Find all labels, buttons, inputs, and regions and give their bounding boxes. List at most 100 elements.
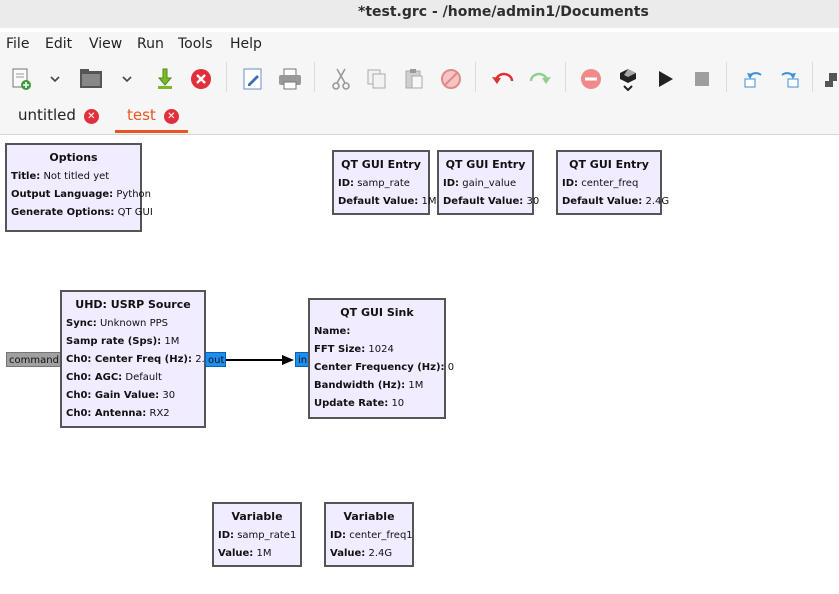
qt-gui-entry-center-freq[interactable]: QT GUI Entry ID: center_freq Default Val… xyxy=(556,150,669,215)
param-value: 1M xyxy=(164,336,180,347)
generate-icon[interactable] xyxy=(615,66,641,92)
param-value: QT GUI xyxy=(117,207,153,218)
qt-gui-entry-samp-rate[interactable]: QT GUI Entry ID: samp_rate Default Value… xyxy=(332,150,436,215)
redo-icon[interactable] xyxy=(527,66,553,92)
connection-arrow[interactable] xyxy=(226,352,296,368)
window-title: *test.grc - /home/admin1/Documents xyxy=(358,4,649,20)
menu-run[interactable]: Run xyxy=(137,36,164,52)
usrp-out-port[interactable]: out xyxy=(205,352,226,367)
variable-samp-rate1[interactable]: Variable ID: samp_rate1 Value: 1M xyxy=(212,502,302,567)
rotate-ccw-icon[interactable] xyxy=(740,66,766,92)
param-value: 1M xyxy=(256,548,272,559)
title-bar: *test.grc - /home/admin1/Documents xyxy=(0,0,839,28)
active-tab-indicator xyxy=(115,130,188,133)
block-param: Update Rate: 10 xyxy=(310,395,444,413)
param-key: Default Value: xyxy=(443,196,524,207)
param-key: ID: xyxy=(330,530,347,541)
dropdown-icon[interactable] xyxy=(114,66,140,92)
dropdown-icon[interactable] xyxy=(42,66,68,92)
param-key: Update Rate: xyxy=(314,398,389,409)
block-param: ID: samp_rate1 xyxy=(214,527,300,545)
block-param: Value: 2.4G xyxy=(326,545,412,563)
variable-center-freq1[interactable]: Variable ID: center_freq1 Value: 2.4G xyxy=(324,502,414,567)
param-value: RX2 xyxy=(149,408,170,419)
rotate-cw-icon[interactable] xyxy=(777,66,803,92)
more-icon[interactable] xyxy=(818,66,839,92)
menu-view[interactable]: View xyxy=(89,36,123,52)
param-value: Unknown PPS xyxy=(99,318,168,329)
block-param: Value: 1M xyxy=(214,545,300,563)
block-param: Ch0: Antenna: RX2 xyxy=(62,405,204,423)
qt-gui-entry-gain-value[interactable]: QT GUI Entry ID: gain_value Default Valu… xyxy=(437,150,539,215)
block-title: QT GUI Sink xyxy=(340,306,414,319)
block-param: ID: center_freq1 xyxy=(326,527,413,545)
close-icon[interactable] xyxy=(188,66,214,92)
undo-icon[interactable] xyxy=(490,66,516,92)
block-param: Generate Options: QT GUI xyxy=(7,204,153,222)
param-value: samp_rate1 xyxy=(237,530,297,541)
block-param: Default Value: 1M xyxy=(334,193,436,211)
param-key: ID: xyxy=(562,178,579,189)
close-icon[interactable]: ✕ xyxy=(163,109,179,124)
tab-untitled[interactable]: untitled ✕ xyxy=(18,106,99,124)
tab-label: test xyxy=(127,106,156,124)
print-icon[interactable] xyxy=(277,66,303,92)
tab-bar: untitled ✕ test ✕ xyxy=(0,100,839,135)
run-icon[interactable] xyxy=(652,66,678,92)
delete-icon[interactable] xyxy=(438,66,464,92)
cut-icon[interactable] xyxy=(328,66,354,92)
block-param: Center Frequency (Hz): 0 xyxy=(310,359,454,377)
save-icon[interactable] xyxy=(152,66,178,92)
param-value: 0 xyxy=(447,362,455,373)
block-title: QT GUI Entry xyxy=(341,158,421,171)
param-value: Not titled yet xyxy=(43,171,110,182)
tab-test[interactable]: test ✕ xyxy=(127,106,179,124)
paste-icon[interactable] xyxy=(401,66,427,92)
disable-icon[interactable] xyxy=(578,66,604,92)
block-param: Title: Not titled yet xyxy=(7,168,140,186)
param-key: Ch0: Center Freq (Hz): xyxy=(66,354,192,365)
param-key: Center Frequency (Hz): xyxy=(314,362,445,373)
block-param: ID: samp_rate xyxy=(334,175,428,193)
menu-file[interactable]: File xyxy=(6,36,30,52)
param-key: Generate Options: xyxy=(11,207,115,218)
new-icon[interactable] xyxy=(8,66,34,92)
tab-label: untitled xyxy=(18,106,76,124)
param-key: Ch0: AGC: xyxy=(66,372,123,383)
param-key: ID: xyxy=(443,178,460,189)
menu-tools[interactable]: Tools xyxy=(178,36,213,52)
param-value: center_freq xyxy=(581,178,639,189)
flowgraph-canvas[interactable]: Options Title: Not titled yet Output Lan… xyxy=(0,135,839,594)
copy-icon[interactable] xyxy=(364,66,390,92)
close-icon[interactable]: ✕ xyxy=(83,109,99,124)
menu-help[interactable]: Help xyxy=(230,36,262,52)
param-key: Title: xyxy=(11,171,41,182)
param-key: Value: xyxy=(330,548,366,559)
param-key: Sync: xyxy=(66,318,97,329)
block-param: Samp rate (Sps): 1M xyxy=(62,333,204,351)
block-param: ID: center_freq xyxy=(558,175,660,193)
param-value: samp_rate xyxy=(357,178,410,189)
usrp-source-block[interactable]: UHD: USRP Source Sync: Unknown PPS Samp … xyxy=(60,290,219,428)
open-icon[interactable] xyxy=(78,66,104,92)
block-param: Sync: Unknown PPS xyxy=(62,315,204,333)
options-block[interactable]: Options Title: Not titled yet Output Lan… xyxy=(5,143,153,232)
qt-gui-sink-block[interactable]: QT GUI Sink Name: FFT Size: 1024 Center … xyxy=(308,298,454,419)
edit-icon[interactable] xyxy=(240,66,266,92)
param-key: Ch0: Gain Value: xyxy=(66,390,160,401)
block-param: Ch0: AGC: Default xyxy=(62,369,204,387)
param-key: Bandwidth (Hz): xyxy=(314,380,406,391)
block-param: Name: xyxy=(310,323,444,341)
param-value: 10 xyxy=(391,398,405,409)
usrp-command-port[interactable]: command xyxy=(6,352,61,367)
param-value: center_freq1 xyxy=(349,530,413,541)
param-value: Python xyxy=(116,189,152,200)
param-value: 2.4G xyxy=(368,548,393,559)
menu-edit[interactable]: Edit xyxy=(45,36,73,52)
block-param: Output Language: Python xyxy=(7,186,151,204)
toolbar xyxy=(0,56,839,101)
param-key: Value: xyxy=(218,548,254,559)
stop-icon[interactable] xyxy=(689,66,715,92)
param-key: Name: xyxy=(314,326,351,337)
block-param: FFT Size: 1024 xyxy=(310,341,444,359)
